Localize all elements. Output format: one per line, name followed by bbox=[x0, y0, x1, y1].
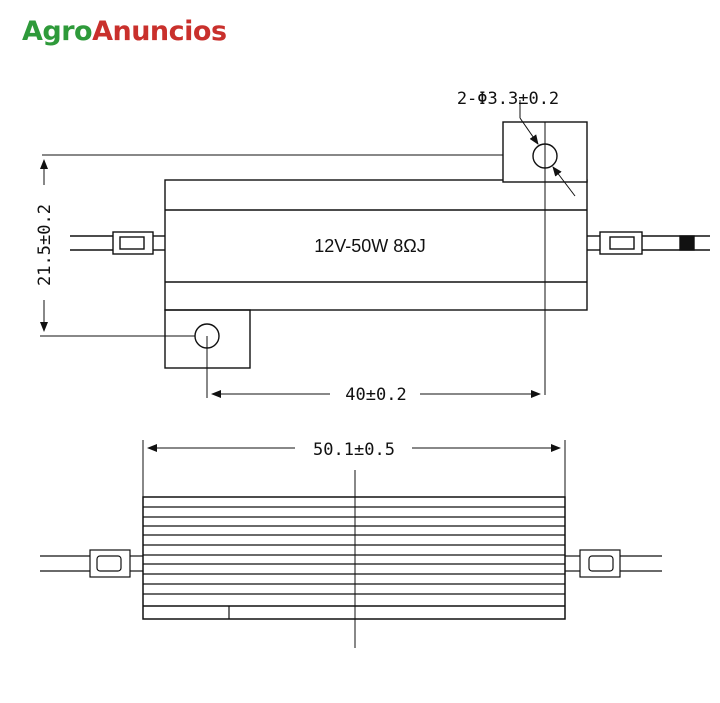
side-view bbox=[40, 440, 662, 648]
hole-spacing-dimension: 40±0.2 bbox=[345, 385, 406, 405]
terminal-left bbox=[70, 231, 165, 255]
height-dimension: 21.5±0.2 bbox=[35, 204, 55, 286]
top-view bbox=[40, 100, 710, 398]
brand-logo-part2: Anuncios bbox=[92, 16, 227, 47]
side-terminal-right bbox=[565, 549, 662, 578]
brand-logo-part1: Agro bbox=[22, 16, 93, 47]
terminal-right bbox=[587, 231, 710, 255]
side-body bbox=[142, 496, 566, 620]
mounting-hole-right bbox=[532, 143, 558, 169]
length-dimension: 50.1±0.5 bbox=[313, 440, 395, 460]
hole-diameter-dimension: 2-Φ3.3±0.2 bbox=[457, 89, 559, 109]
resistor-rating-label: 12V-50W 8ΩJ bbox=[314, 236, 426, 256]
resistor-body bbox=[164, 179, 588, 311]
side-terminal-left bbox=[40, 549, 143, 578]
brand-logo: AgroAnuncios bbox=[22, 16, 227, 47]
